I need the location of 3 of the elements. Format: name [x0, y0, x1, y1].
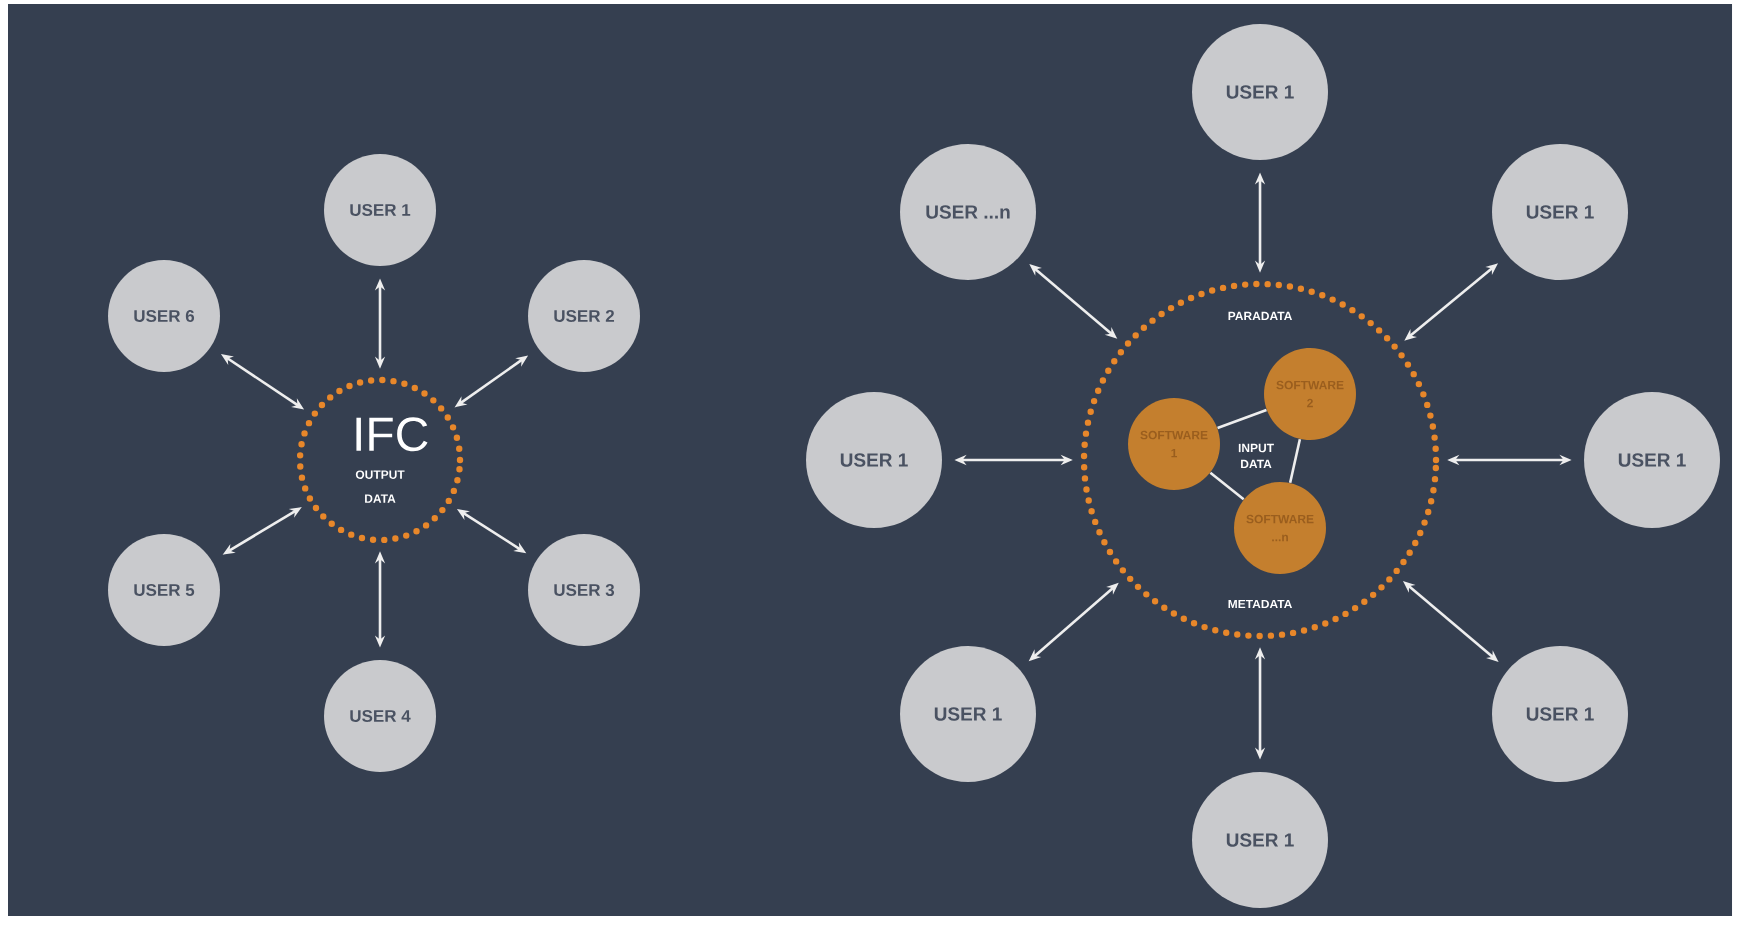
connector-line [1209, 471, 1245, 501]
connector-line [1217, 408, 1267, 430]
connector-line [1288, 439, 1302, 483]
